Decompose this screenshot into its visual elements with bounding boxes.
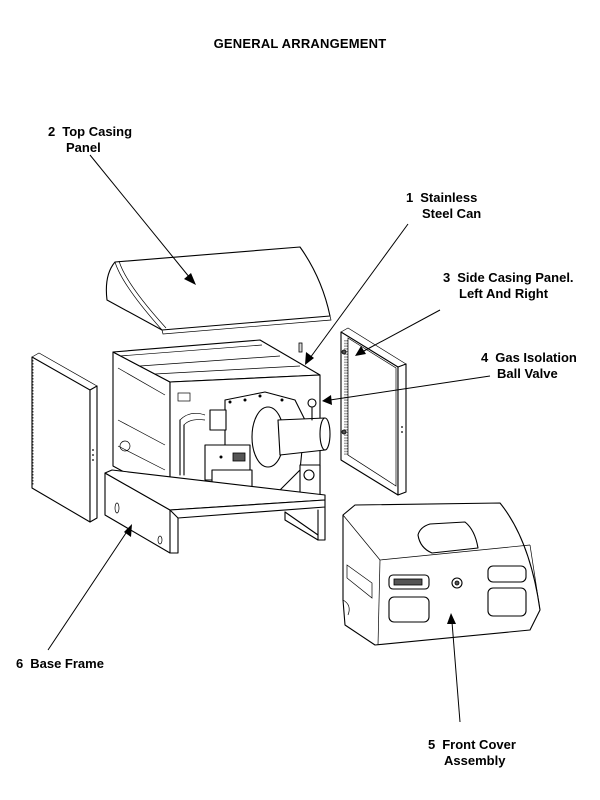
leader-line-1 [309,223,409,359]
callout-text-line1: Side Casing Panel. [457,270,574,285]
callout-stainless-steel-can: 1 Stainless Steel Can [406,190,481,222]
callout-number: 3 [443,270,451,285]
leader-line-2 [89,154,191,279]
right-side-casing-panel [340,327,407,496]
arrowhead-5 [447,613,456,624]
arrowhead-6 [124,524,132,537]
callout-text-line1: Stainless [420,190,478,205]
callout-number: 4 [481,350,489,365]
arrowhead-2 [184,273,196,285]
left-side-casing-panel [31,352,98,523]
arrowhead-4 [322,395,332,405]
leader-line-6 [47,529,129,651]
callout-text-line2: Ball Valve [497,366,558,381]
callout-top-casing-panel: 2 Top Casing Panel [48,124,132,156]
callout-gas-isolation-ball-valve: 4 Gas Isolation Ball Valve [481,350,577,382]
callout-text-line1: Top Casing [62,124,133,139]
arrowhead-3 [355,346,366,356]
base-frame [104,469,326,554]
callout-text-line2: Assembly [444,753,506,768]
front-cover-assembly [342,502,541,646]
leader-line-3 [361,309,441,353]
callout-text-line1: Base Frame [30,656,104,671]
callout-text-line2: Steel Can [422,206,482,221]
callout-base-frame: 6 Base Frame [16,656,104,672]
callout-front-cover-assembly: 5 Front Cover Assembly [428,737,516,769]
leader-line-5 [451,621,461,723]
callout-number: 2 [48,124,56,139]
top-casing-panel [105,246,332,335]
diagram-title: GENERAL ARRANGEMENT [213,36,387,51]
leader-line-4 [329,375,491,401]
callout-number: 1 [406,190,414,205]
callout-text-line2: Panel [66,140,101,155]
callout-number: 6 [16,656,24,671]
callout-text-line1: Gas Isolation [495,350,577,365]
callout-side-casing-panel: 3 Side Casing Panel. Left And Right [443,270,574,302]
arrowhead-1 [305,352,314,365]
callout-number: 5 [428,737,436,752]
leader-lines [47,154,491,723]
callout-text-line1: Front Cover [442,737,516,752]
burner-assembly [179,391,331,503]
callout-text-line2: Left And Right [459,286,549,301]
